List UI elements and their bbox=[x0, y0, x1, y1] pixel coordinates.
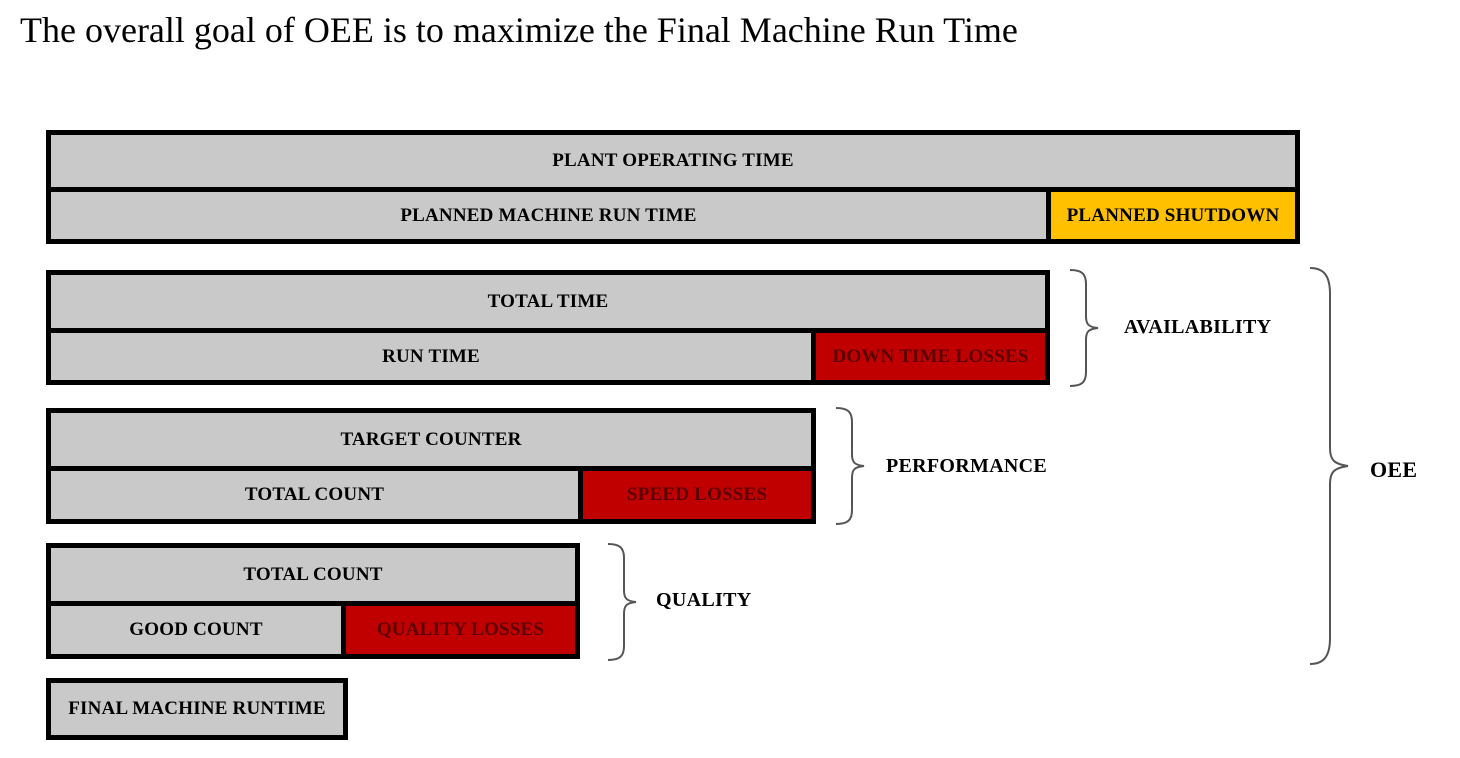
quality-losses-cell: QUALITY LOSSES bbox=[346, 606, 575, 654]
plant-operating-block: PLANT OPERATING TIME PLANNED MACHINE RUN… bbox=[46, 130, 1300, 244]
plant-operating-time-cell: PLANT OPERATING TIME bbox=[51, 135, 1295, 187]
availability-block: TOTAL TIME RUN TIME DOWN TIME LOSSES bbox=[46, 270, 1050, 385]
oee-brace-icon bbox=[1309, 267, 1349, 665]
total-time-cell: TOTAL TIME bbox=[51, 275, 1045, 328]
performance-brace-icon bbox=[835, 407, 865, 525]
speed-losses-cell: SPEED LOSSES bbox=[583, 471, 811, 519]
performance-label: PERFORMANCE bbox=[886, 455, 1048, 477]
planned-machine-run-time-cell: PLANNED MACHINE RUN TIME bbox=[51, 192, 1046, 239]
quality-brace-icon bbox=[607, 543, 637, 661]
final-machine-runtime-block: FINAL MACHINE RUNTIME bbox=[46, 678, 348, 740]
availability-brace-icon bbox=[1069, 269, 1099, 387]
oee-label: OEE bbox=[1370, 457, 1418, 482]
down-time-losses-cell: DOWN TIME LOSSES bbox=[816, 333, 1045, 380]
final-machine-runtime-cell: FINAL MACHINE RUNTIME bbox=[51, 683, 343, 735]
planned-shutdown-cell: PLANNED SHUTDOWN bbox=[1051, 192, 1295, 239]
target-counter-cell: TARGET COUNTER bbox=[51, 413, 811, 466]
availability-label: AVAILABILITY bbox=[1124, 316, 1272, 338]
performance-block: TARGET COUNTER TOTAL COUNT SPEED LOSSES bbox=[46, 408, 816, 524]
run-time-cell: RUN TIME bbox=[51, 333, 811, 380]
page-title: The overall goal of OEE is to maximize t… bbox=[20, 10, 1018, 50]
total-count-cell: TOTAL COUNT bbox=[51, 471, 578, 519]
good-count-cell: GOOD COUNT bbox=[51, 606, 341, 654]
quality-block: TOTAL COUNT GOOD COUNT QUALITY LOSSES bbox=[46, 543, 580, 659]
quality-total-count-cell: TOTAL COUNT bbox=[51, 548, 575, 601]
quality-label: QUALITY bbox=[656, 589, 752, 611]
